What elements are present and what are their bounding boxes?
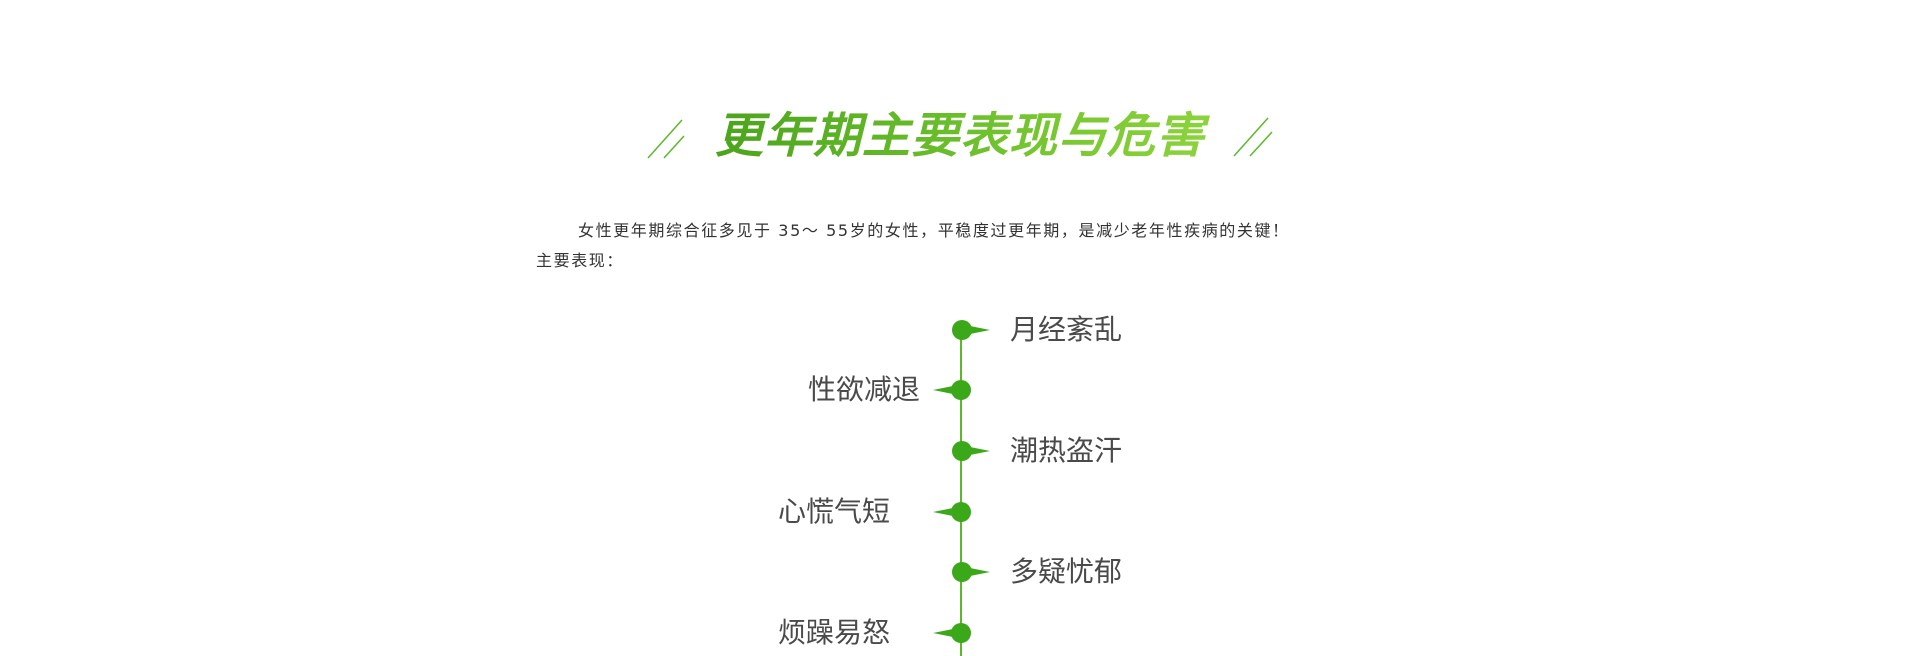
main-symptoms-heading: 主要表现： [536,251,625,270]
symptom-label: 月经紊乱 [1010,313,1123,346]
timeline-node-right-icon [952,320,990,340]
intro-paragraph: 女性更年期综合征多见于 35～ 55岁的女性，平稳度过更年期，是减少老年性疾病的… [536,216,1356,276]
intro-text: 女性更年期综合征多见于 35～ 55岁的女性，平稳度过更年期，是减少老年性疾病的… [578,221,1290,240]
symptom-label: 潮热盗汗 [1010,434,1123,467]
timeline-node-right-icon [952,562,990,582]
symptom-label: 性欲减退 [807,373,920,406]
timeline-node-left-icon [933,623,971,643]
slash-decoration-right-icon [1233,117,1273,157]
symptom-label: 烦躁易怒 [777,616,890,649]
title-row: 更年期主要表现与危害 [0,100,1920,172]
slash-decoration-left-icon [647,119,685,159]
symptom-label: 心慌气短 [777,495,890,528]
symptom-label: 多疑忧郁 [1010,555,1123,588]
section-title: 更年期主要表现与危害 [700,100,1220,172]
timeline-line [960,328,962,656]
timeline-node-left-icon [933,380,971,400]
timeline-node-right-icon [952,441,990,461]
timeline-node-left-icon [933,502,971,522]
